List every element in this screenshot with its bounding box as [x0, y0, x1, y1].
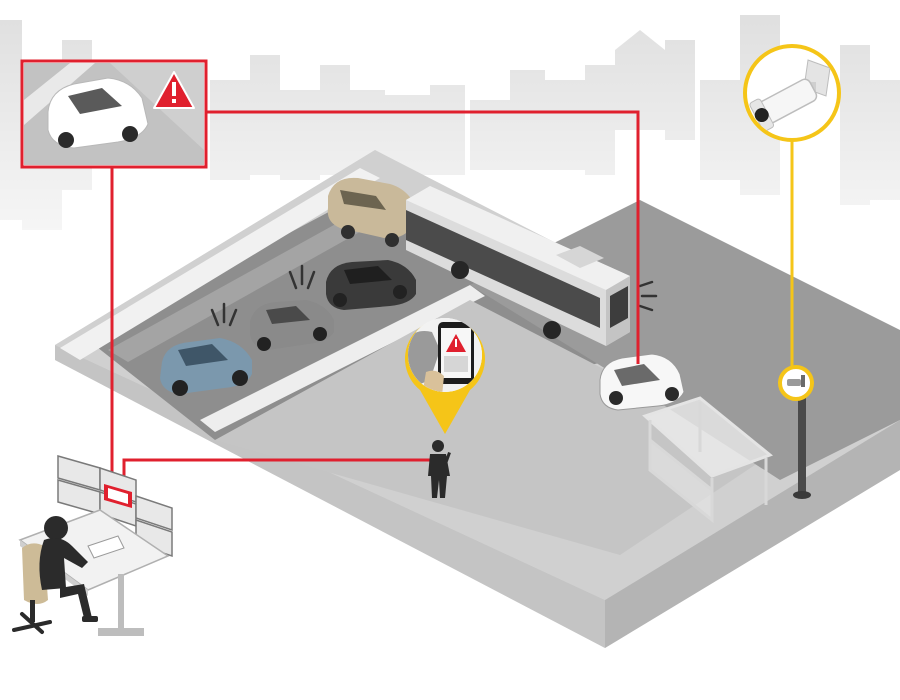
alarm-marks [210, 264, 658, 327]
bus-shelter [642, 396, 774, 524]
bus [406, 186, 630, 346]
car-blue [160, 338, 252, 396]
bullet-camera-icon [749, 59, 831, 132]
security-guard [428, 440, 451, 498]
phone-alert-pin [405, 318, 485, 434]
alert-thumbnail [20, 59, 208, 169]
thumbnail-car [47, 77, 149, 149]
camera-callout [743, 44, 841, 142]
car-grey [250, 300, 334, 351]
operator-person [39, 516, 98, 622]
smartphone-icon [438, 322, 474, 384]
camera-pole [778, 365, 814, 499]
warning-triangle-icon [153, 71, 195, 109]
car-beige [327, 177, 412, 247]
car-dark [326, 260, 416, 310]
white-suv [599, 353, 685, 411]
operator-workstation [12, 455, 173, 636]
